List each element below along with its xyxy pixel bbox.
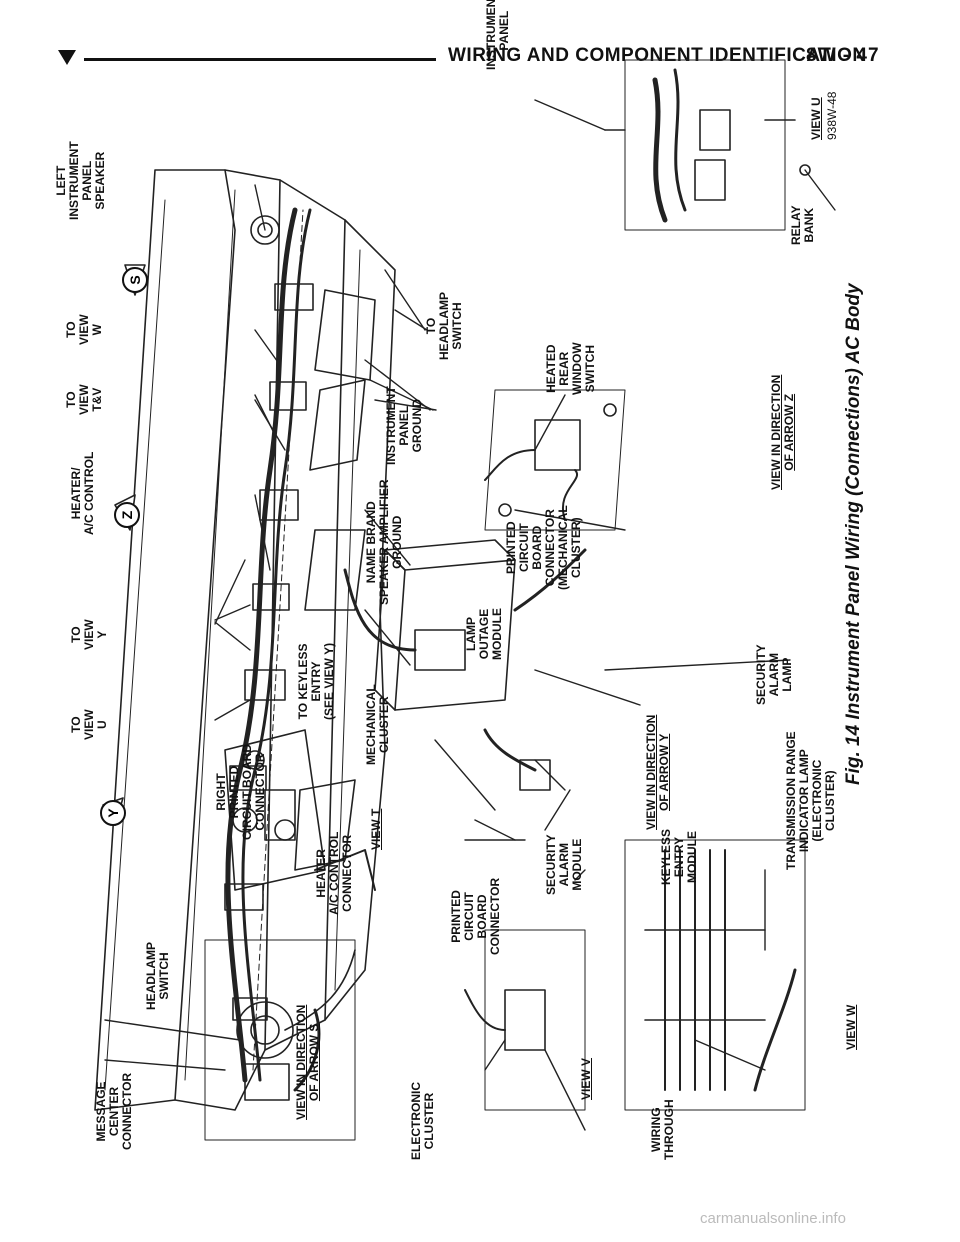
- label-to-view-y: TO VIEW Y: [69, 619, 109, 650]
- label-trans-range: TRANSMISSION RANGE INDICATOR LAMP (ELECT…: [784, 731, 837, 870]
- marker-y: Y: [105, 808, 121, 818]
- figure-caption: Fig. 14 Instrument Panel Wiring (Connect…: [843, 283, 864, 785]
- wiring-drawing: S Z Y: [94, 59, 836, 1141]
- label-msg-center: MESSAGE CENTER CONNECTOR: [94, 1072, 134, 1150]
- label-left-speaker: LEFT INSTRUMENT PANEL SPEAKER: [54, 141, 107, 220]
- label-view-y: VIEW IN DIRECTION OF ARROW Y: [644, 714, 671, 830]
- watermark-text: carmanualsonline.info: [700, 1210, 846, 1227]
- label-view-z: VIEW IN DIRECTION OF ARROW Z: [769, 374, 796, 490]
- label-view-t: VIEW T: [369, 808, 383, 850]
- label-mech-cluster: MECHANICAL CLUSTER: [364, 684, 391, 765]
- label-heater-conn: HEATER A/C CONTROL CONNECTOR: [314, 831, 354, 915]
- figure-code: 938W-48: [825, 91, 839, 140]
- marker-s: S: [127, 275, 143, 284]
- label-heater-ac: HEATER/ A/C CONTROL: [69, 451, 96, 535]
- label-name-brand: NAME BRAND SPEAKER AMPLIFIER GROUND: [364, 479, 404, 605]
- section-title: WIRING AND COMPONENT IDENTIFICATION: [448, 45, 867, 66]
- label-to-view-w: TO VIEW W: [64, 314, 104, 345]
- label-view-w: VIEW W: [844, 1004, 858, 1050]
- view-u-drawing: [604, 59, 811, 231]
- view-z-drawing: [484, 389, 626, 531]
- label-view-s: VIEW IN DIRECTION OF ARROW S: [294, 1004, 321, 1120]
- label-keyless-module: KEYLESS ENTRY MODULE: [659, 828, 699, 885]
- arrow-z-marker: [114, 502, 140, 528]
- view-s-drawing: [204, 939, 356, 1141]
- page-number: 8W - 47: [806, 45, 880, 66]
- label-pcb-mech: PRINTED CIRCUIT BOARD CONNECTOR (MECHANI…: [504, 505, 583, 590]
- label-security-lamp: SECURITY ALARM LAMP: [754, 644, 794, 705]
- label-wiring-through: WIRING THROUGH: [649, 1099, 676, 1160]
- page-header: WIRING AND COMPONENT IDENTIFICATION 8W -…: [0, 0, 960, 80]
- header-rule: [84, 58, 436, 61]
- label-to-view-u: TO VIEW U: [69, 709, 109, 740]
- label-to-headlamp: TO HEADLAMP SWITCH: [424, 292, 464, 360]
- label-heated-rear: HEATED REAR WINDOW SWITCH: [544, 342, 597, 395]
- view-v-drawing: [464, 929, 586, 1111]
- dash-panel-drawing: [94, 169, 396, 1111]
- label-view-u: VIEW U: [809, 97, 823, 140]
- leader-lines: [104, 99, 836, 1131]
- label-view-v: VIEW V: [579, 1057, 593, 1100]
- label-right-pcb: RIGHT PRINTED CIRCUIT BOARD CONNECTOR: [214, 744, 267, 840]
- view-t-drawing: [224, 729, 376, 891]
- label-instrument-panel: INSTRUMENT PANEL: [484, 0, 511, 70]
- label-relay-bank: RELAY BANK: [789, 205, 816, 245]
- label-ip-ground: INSTRUMENT PANEL GROUND: [384, 386, 424, 465]
- arrow-s-marker: [122, 267, 148, 293]
- label-headlamp-sw: HEADLAMP SWITCH: [144, 942, 171, 1010]
- label-pcb-conn: PRINTED CIRCUIT BOARD CONNECTOR: [449, 877, 502, 955]
- view-y-drawing: [343, 539, 587, 791]
- label-security-module: SECURITY ALARM MODULE: [544, 834, 584, 895]
- label-lamp-outage: LAMP OUTAGE MODULE: [464, 608, 504, 660]
- marker-z: Z: [119, 510, 135, 519]
- wiring-figure: S Z Y LEFT INSTRUMENT PANEL SPEAKER TO V…: [54, 0, 885, 1170]
- label-to-keyless: TO KEYLESS ENTRY (SEE VIEW Y): [296, 642, 336, 720]
- view-w-drawing: [624, 839, 806, 1111]
- section-arrow-icon: [58, 50, 76, 65]
- label-elec-cluster: ELECTRONIC CLUSTER: [409, 1082, 436, 1160]
- label-to-view-tv: TO VIEW T&V: [64, 384, 104, 415]
- arrow-y-marker: [100, 800, 126, 826]
